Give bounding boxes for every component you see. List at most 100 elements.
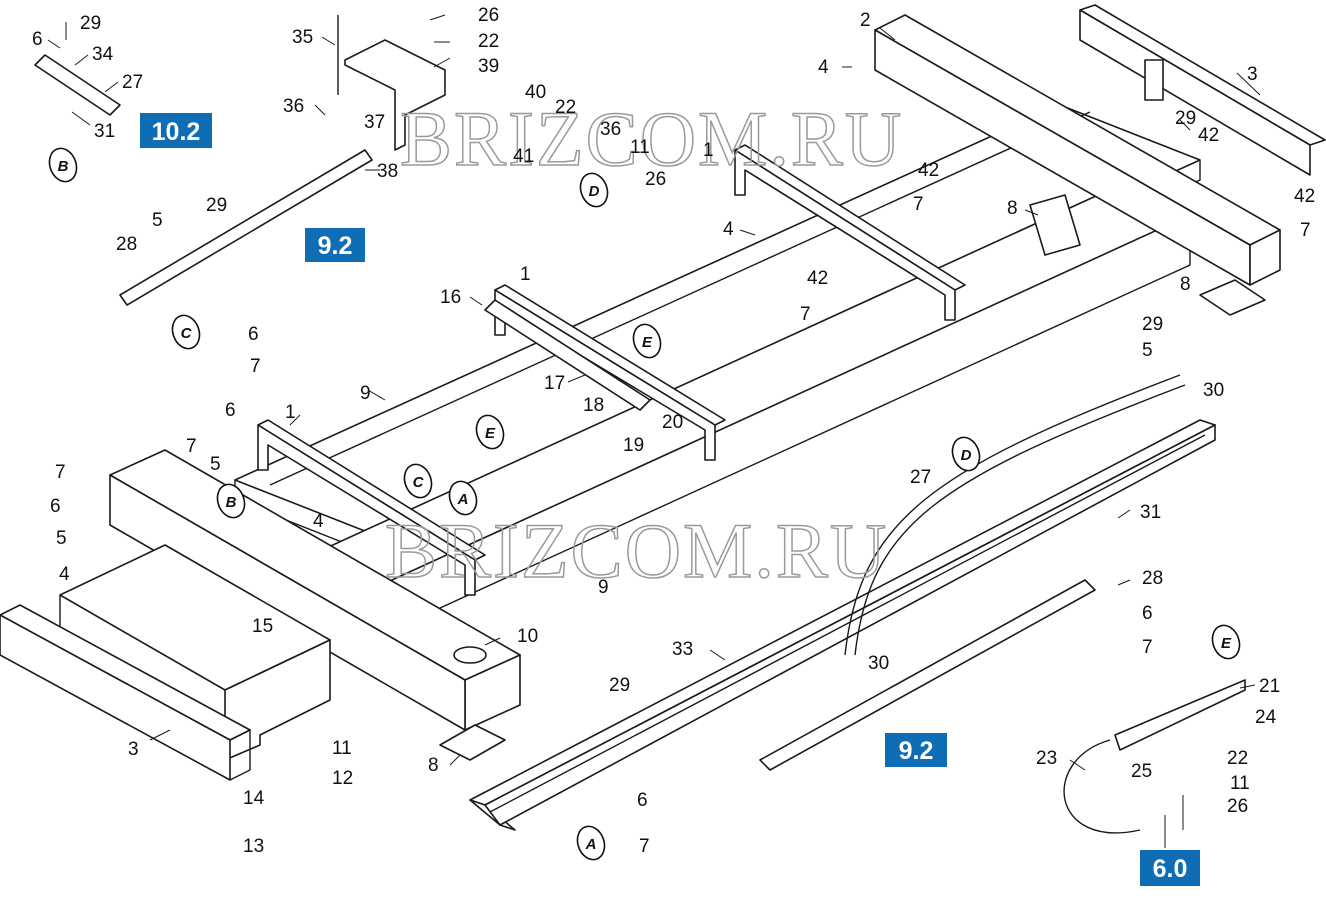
callout-number: 41: [513, 146, 534, 167]
section-badge[interactable]: 6.0: [1140, 850, 1200, 886]
pipe-27-top: [34, 54, 121, 116]
svg-text:C: C: [413, 474, 425, 491]
callout-number: 29: [1175, 108, 1196, 129]
svg-text:10.2: 10.2: [152, 118, 201, 146]
reference-marker: C: [403, 463, 433, 499]
callout-number: 17: [544, 373, 565, 394]
callout-number: 40: [525, 82, 546, 103]
callout-number: 22: [555, 97, 576, 118]
svg-text:9.2: 9.2: [899, 737, 934, 765]
callout-number: 4: [313, 511, 324, 532]
hose-27: [844, 374, 1186, 656]
callout-number: 6: [248, 324, 259, 345]
callout-number: 23: [1036, 748, 1057, 769]
callout-number: 11: [332, 738, 352, 759]
callout-number: 31: [94, 121, 115, 142]
support-bracket-1-center: [494, 284, 726, 461]
reference-marker: E: [1211, 624, 1241, 660]
callout-number: 7: [1300, 220, 1311, 241]
callout-number: 7: [639, 836, 650, 857]
callout-number: 5: [56, 528, 67, 549]
callout-number: 24: [1255, 707, 1277, 728]
callout-number: 3: [1247, 64, 1258, 85]
callout-number: 30: [868, 653, 889, 674]
svg-text:B: B: [58, 158, 69, 175]
callout-number: 4: [723, 219, 734, 240]
callout-number: 38: [377, 161, 398, 182]
cross-beam-2: [874, 14, 1281, 286]
callout-number: 30: [1203, 380, 1224, 401]
callout-number: 22: [478, 31, 499, 52]
tube-17: [484, 299, 651, 411]
mount-plate-8-right: [1199, 279, 1266, 316]
bracket-37: [344, 39, 446, 151]
callout-labels: 29 6 34 27 31 35 26 22 39 36 37 38 40 22…: [32, 5, 1315, 857]
svg-text:A: A: [457, 491, 469, 508]
leader-lines: [47, 14, 1261, 848]
section-badge[interactable]: 9.2: [885, 733, 947, 767]
callout-number: 29: [1142, 314, 1163, 335]
callout-number: 37: [364, 112, 385, 133]
callout-number: 26: [478, 5, 499, 26]
svg-text:B: B: [226, 494, 237, 511]
reference-marker: D: [951, 436, 981, 472]
callout-number: 28: [116, 234, 137, 255]
callout-number: 6: [32, 29, 43, 50]
callout-number: 14: [243, 788, 265, 809]
support-bracket-1-right: [734, 144, 966, 321]
reference-marker: C: [171, 314, 201, 350]
reference-marker: E: [475, 414, 505, 450]
callout-number: 36: [283, 96, 304, 117]
mount-plate-8-left: [439, 724, 506, 761]
callout-number: 1: [285, 402, 296, 423]
manifold-pipe-upper: [119, 149, 373, 306]
svg-text:E: E: [1221, 635, 1232, 652]
callout-number: 31: [1140, 502, 1161, 523]
callout-number: 3: [128, 739, 139, 760]
svg-text:D: D: [961, 447, 972, 464]
callout-number: 18: [583, 395, 604, 416]
callout-number: 8: [1007, 198, 1018, 219]
callout-number: 11: [1230, 773, 1250, 794]
callout-number: 26: [1227, 796, 1248, 817]
callout-number: 8: [1180, 274, 1191, 295]
watermark-top: BRIZCOM.RU: [400, 95, 903, 182]
callout-number: 29: [206, 195, 227, 216]
callout-number: 19: [623, 435, 644, 456]
reference-marker: A: [448, 480, 478, 516]
callout-number: 7: [800, 304, 811, 325]
callout-number: 6: [1142, 603, 1153, 624]
cross-beam-10: [109, 449, 521, 731]
reference-marker: E: [632, 323, 662, 359]
callout-number: 9: [598, 577, 609, 598]
reference-marker: A: [576, 825, 606, 861]
callout-number: 42: [1198, 125, 1219, 146]
callout-number: 15: [252, 616, 273, 637]
watermark-bottom: BRIZCOM.RU: [385, 507, 888, 594]
section-badge[interactable]: 10.2: [140, 113, 212, 148]
svg-text:D: D: [589, 183, 600, 200]
cross-member-3-upper: [1079, 4, 1326, 176]
callout-number: 7: [250, 356, 261, 377]
callout-number: 5: [210, 454, 221, 475]
callout-number: 34: [92, 44, 114, 65]
callout-number: 29: [609, 675, 630, 696]
callout-number: 42: [807, 268, 828, 289]
callout-number: 2: [860, 10, 871, 31]
callout-number: 26: [645, 169, 666, 190]
callout-number: 9: [360, 383, 371, 404]
reference-marker: D: [579, 172, 609, 208]
svg-text:E: E: [485, 425, 496, 442]
callout-number: 7: [1142, 637, 1153, 658]
callout-number: 27: [122, 72, 143, 93]
callout-number: 36: [600, 119, 621, 140]
callout-number: 22: [1227, 748, 1248, 769]
callout-number: 4: [818, 57, 829, 78]
callout-number: 6: [50, 496, 61, 517]
callout-number: 1: [520, 264, 531, 285]
svg-text:A: A: [585, 836, 597, 853]
mount-plate-8-top: [1029, 194, 1081, 256]
cable-chain-23: [1063, 679, 1246, 834]
section-badge[interactable]: 9.2: [305, 228, 365, 262]
